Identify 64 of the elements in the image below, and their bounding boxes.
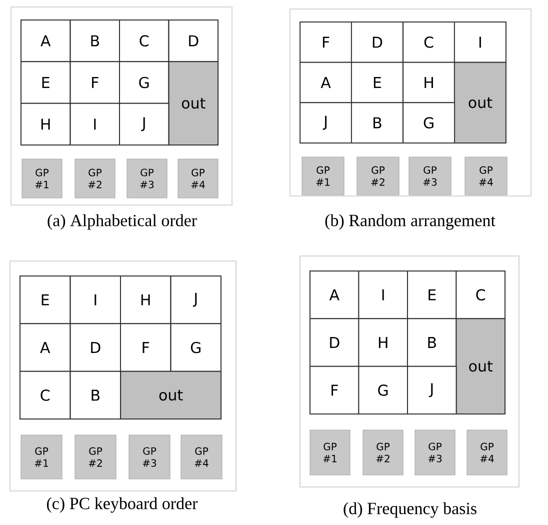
letter-cell: G (170, 323, 222, 372)
letter-cell: A (20, 323, 71, 372)
gp-box: GP #4 (178, 158, 218, 198)
output-cell: out (120, 370, 222, 420)
letter-cell: J (300, 102, 352, 144)
letter-cell: I (70, 102, 120, 146)
gp-box: GP #3 (128, 434, 170, 480)
letter-cell: H (120, 275, 172, 324)
gp-box: GP #1 (20, 434, 62, 480)
gp-box: GP #2 (74, 434, 116, 480)
letter-cell: H (358, 318, 408, 367)
gp-box: GP #1 (302, 156, 344, 196)
gp-box: GP #3 (408, 156, 452, 196)
letter-cell: E (350, 62, 404, 104)
letter-cell: E (20, 61, 71, 104)
letter-cell: H (20, 102, 71, 146)
letter-cell: C (119, 19, 170, 62)
letter-cell: G (402, 102, 456, 144)
letter-cell: A (300, 62, 352, 104)
output-cell: out (454, 62, 506, 144)
letter-cell: B (407, 318, 457, 367)
letter-cell: G (358, 366, 408, 415)
letter-cell: D (310, 318, 360, 367)
letter-cell: J (170, 275, 222, 324)
letter-cell: B (70, 370, 121, 420)
letter-cell: C (402, 22, 456, 63)
gp-box: GP #2 (356, 156, 400, 196)
gp-box: GP #1 (22, 158, 62, 198)
letter-cell: B (70, 19, 120, 62)
letter-cell: G (119, 61, 170, 104)
letter-cell: F (300, 22, 352, 63)
gp-box: GP #2 (74, 158, 116, 198)
panel-label: (a) Alphabetical order (48, 214, 197, 230)
output-cell: out (456, 318, 506, 414)
gp-box: GP #1 (310, 430, 350, 476)
letter-cell: D (168, 19, 218, 62)
letter-cell: F (120, 323, 172, 372)
letter-cell: D (350, 22, 404, 63)
letter-cell: D (70, 323, 121, 372)
gp-box: GP #4 (464, 156, 508, 196)
letter-cell: H (402, 62, 456, 104)
letter-cell: A (310, 270, 360, 320)
panel-label: (b) Random arrangement (325, 214, 496, 230)
letter-cell: F (310, 366, 360, 415)
gp-box: GP #3 (414, 430, 456, 476)
letter-cell: J (119, 102, 170, 146)
gp-box: GP #4 (466, 430, 508, 476)
letter-cell: I (358, 270, 408, 320)
output-cell: out (168, 61, 218, 146)
letter-cell: E (407, 270, 457, 320)
gp-box: GP #2 (362, 430, 404, 476)
letter-cell: F (70, 61, 120, 104)
panel-label: (d) Frequency basis (344, 502, 476, 518)
letter-cell: I (70, 275, 121, 324)
letter-cell: C (20, 370, 71, 420)
letter-cell: J (407, 366, 457, 415)
panel-label: (c) PC keyboard order (47, 497, 198, 513)
gp-box: GP #4 (180, 434, 222, 480)
letter-cell: E (20, 275, 71, 324)
letter-cell: B (350, 102, 404, 144)
gp-box: GP #3 (126, 158, 168, 198)
letter-cell: C (456, 270, 506, 320)
letter-cell: I (454, 22, 506, 63)
letter-cell: A (20, 19, 71, 62)
